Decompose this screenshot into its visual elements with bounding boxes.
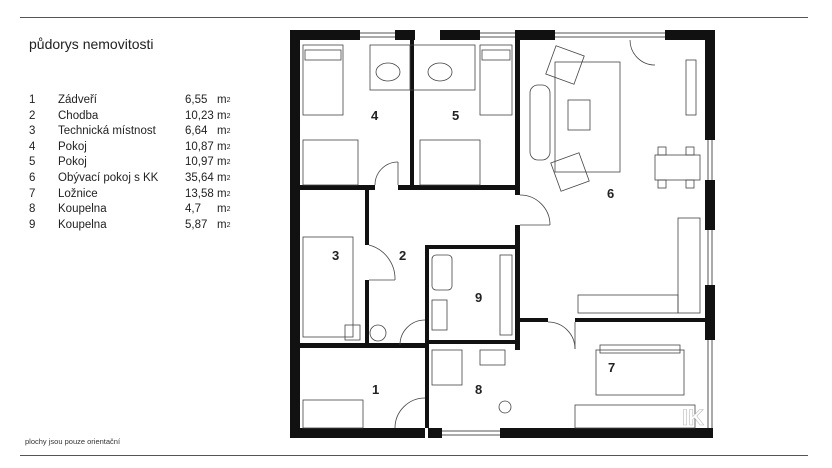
legend-room-unit: m <box>217 140 227 153</box>
legend-room-unit: m <box>217 109 227 122</box>
plan-label-9: 9 <box>475 290 482 305</box>
legend-room-number: 9 <box>29 218 36 231</box>
footnote: plochy jsou pouze orientační <box>25 437 121 446</box>
legend-room-number: 8 <box>29 203 36 216</box>
chair <box>427 62 453 82</box>
legend-unit-exponent: 2 <box>226 190 231 198</box>
legend-room-unit: m <box>217 156 227 169</box>
legend-room-area: 35,64 <box>185 171 214 184</box>
legend-room-number: 2 <box>29 109 36 122</box>
legend-room-name: Pokoj <box>58 140 87 153</box>
legend-room-name: Pokoj <box>58 156 87 169</box>
legend-room-name: Obývací pokoj s KK <box>58 171 159 184</box>
legend-room-number: 3 <box>29 125 36 138</box>
legend-room-area: 10,23 <box>185 109 214 122</box>
logo-mark: IK <box>682 405 704 430</box>
legend-unit-exponent: 2 <box>226 221 231 229</box>
toilet-icon <box>498 400 512 414</box>
plan-label-2: 2 <box>399 248 406 263</box>
kitchen-counter <box>677 217 701 314</box>
legend-room-area: 5,87 <box>185 218 208 231</box>
doors <box>368 39 656 429</box>
bottom-rule <box>20 455 808 456</box>
dining-table <box>654 154 701 181</box>
wardrobe <box>302 399 364 429</box>
plan-label-3: 3 <box>332 248 339 263</box>
page-title: půdorys nemovitosti <box>29 36 154 52</box>
logo: IK <box>682 405 705 431</box>
legend-room-unit: m <box>217 203 227 216</box>
legend-unit-exponent: 2 <box>226 174 231 182</box>
legend-room-name: Koupelna <box>58 218 107 231</box>
technical-cabinet <box>302 236 354 338</box>
windows <box>360 32 713 436</box>
bed-bedroom <box>595 349 685 396</box>
room-number-labels: 4 5 6 3 2 9 1 8 7 <box>332 108 615 397</box>
legend-unit-exponent: 2 <box>226 159 231 167</box>
legend-room-number: 6 <box>29 171 36 184</box>
plant-icon <box>369 324 387 342</box>
bathtub <box>431 254 453 291</box>
rug <box>554 61 621 173</box>
tv-unit <box>685 59 697 116</box>
plan-label-8: 8 <box>475 382 482 397</box>
legend-room-name: Zádveří <box>58 94 97 106</box>
legend-room-number: 1 <box>29 94 36 106</box>
legend-room-area: 10,87 <box>185 140 214 153</box>
legend-room-area: 13,58 <box>185 187 214 200</box>
outer-walls <box>290 30 715 438</box>
legend-room-number: 4 <box>29 140 36 153</box>
desk-shared <box>369 44 476 91</box>
armchair <box>529 84 551 161</box>
coffee-table <box>567 99 591 131</box>
sink <box>431 349 463 386</box>
plan-label-1: 1 <box>372 382 379 397</box>
legend-room-name: Ložnice <box>58 187 98 200</box>
legend-room-name: Koupelna <box>58 203 107 216</box>
legend-room-area: 6,64 <box>185 125 208 138</box>
bed-room-4 <box>302 44 344 116</box>
legend-room-number: 5 <box>29 156 36 169</box>
bed-room-5 <box>479 44 513 116</box>
legend-room-name: Technická místnost <box>58 125 156 138</box>
legend-unit-exponent: 2 <box>226 143 231 151</box>
legend-room-number: 7 <box>29 187 36 200</box>
chair <box>375 62 401 82</box>
legend-unit-exponent: 2 <box>226 206 231 214</box>
legend-room-unit: m <box>217 125 227 138</box>
legend-unit-exponent: 2 <box>226 128 231 136</box>
plan-label-7: 7 <box>608 360 615 375</box>
legend-room-area: 10,97 <box>185 156 214 169</box>
legend-unit-exponent: 2 <box>226 112 231 120</box>
legend-room-unit: m <box>217 218 227 231</box>
legend-room-unit: m <box>217 187 227 200</box>
legend-room-unit: m <box>217 171 227 184</box>
plan-label-6: 6 <box>607 186 614 201</box>
legend-unit-exponent: 2 <box>226 97 231 104</box>
interior-walls <box>300 40 705 428</box>
legend-room-unit: m <box>217 94 227 106</box>
legend-room-area: 6,55 <box>185 94 208 106</box>
furniture <box>302 44 701 429</box>
door-swing <box>374 161 399 186</box>
plan-label-4: 4 <box>371 108 379 123</box>
legend-room-area: 4,7 <box>185 203 201 216</box>
bedroom-wardrobe <box>574 404 696 429</box>
top-rule <box>20 17 808 18</box>
kitchen-counter <box>577 294 679 314</box>
plan-label-5: 5 <box>452 108 459 123</box>
legend-room-name: Chodba <box>58 109 99 122</box>
